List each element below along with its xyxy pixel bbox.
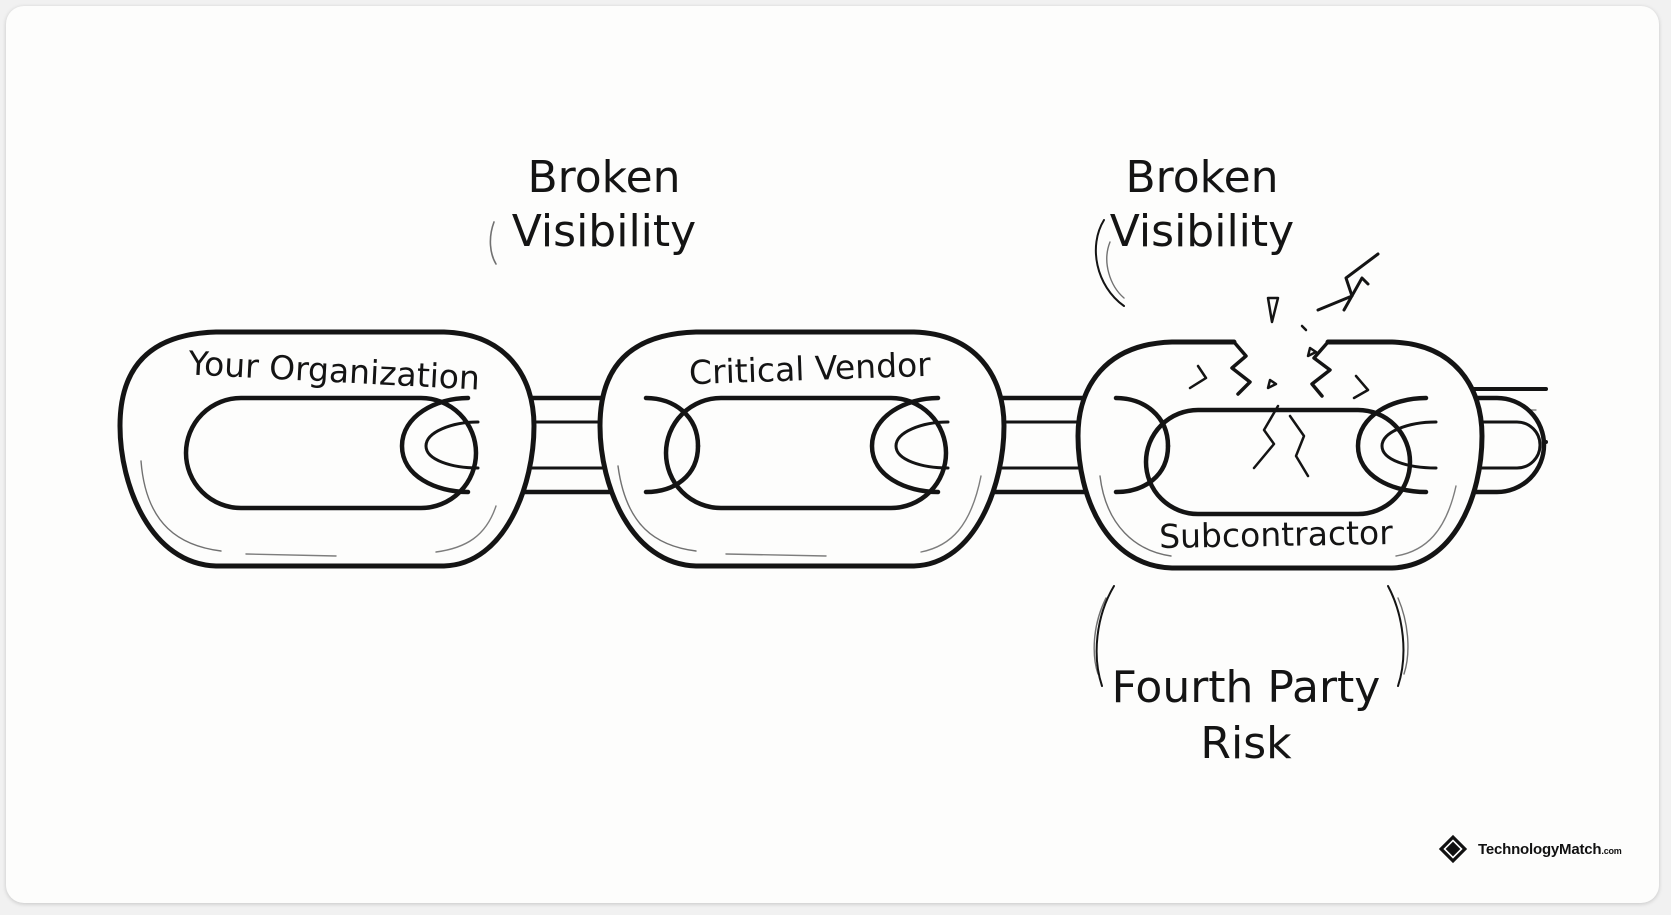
sketch-accents — [489, 219, 1409, 687]
callout-right-line2: Visibility — [1110, 206, 1294, 257]
risk-label-line1: Fourth Party — [1112, 662, 1381, 713]
link-label-subcontractor: Subcontractor — [1159, 513, 1394, 556]
connector-front-3 — [1355, 395, 1438, 495]
brand-name-text: TechnologyMatch — [1478, 840, 1602, 858]
risk-label-line2: Risk — [1200, 718, 1292, 769]
connector-front-1 — [399, 395, 480, 495]
callout-right-line1: Broken — [1125, 152, 1278, 203]
diamond-logo-icon — [1438, 834, 1468, 864]
callout-left-line1: Broken — [527, 152, 680, 203]
chain-link-vendor — [597, 329, 1007, 569]
brand-suffix: .com — [1601, 845, 1622, 856]
brand-logo: TechnologyMatch.com — [1436, 832, 1622, 866]
link-label-vendor: Critical Vendor — [688, 345, 931, 392]
brand-name: TechnologyMatch.com — [1478, 841, 1622, 858]
connector-front-2 — [869, 395, 950, 495]
connector-front-left-3 — [1113, 395, 1171, 495]
chain-link-organization — [117, 329, 537, 569]
chain-diagram: Your Organization Critical Vendor Subcon… — [117, 152, 1548, 769]
diagram-card: Your Organization Critical Vendor Subcon… — [6, 6, 1659, 903]
callout-left-line2: Visibility — [512, 206, 696, 257]
chain-link-subcontractor-broken — [1075, 252, 1485, 571]
connector-front-left-2 — [643, 395, 701, 495]
